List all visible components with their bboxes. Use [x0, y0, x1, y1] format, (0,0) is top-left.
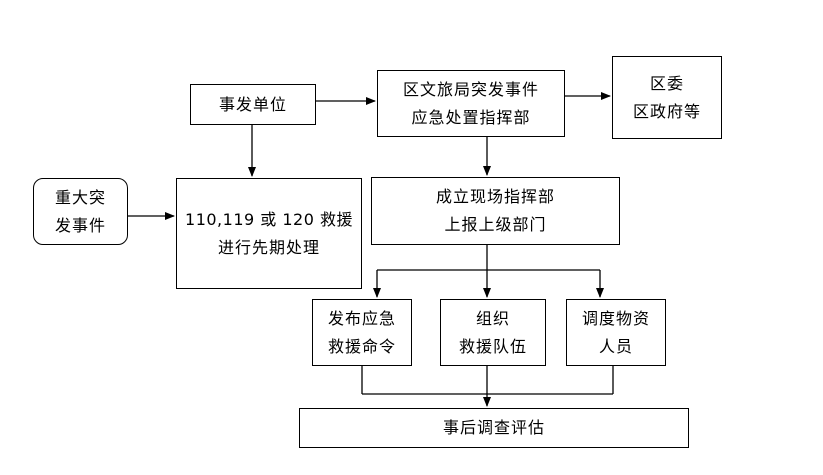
initial-rescue-box: 110,119 或 120 救援 进行先期处理: [176, 178, 362, 289]
post-evaluation-box: 事后调查评估: [299, 408, 689, 448]
command-center-label-2: 应急处置指挥部: [411, 107, 531, 127]
command-center-box: 区文旅局突发事件 应急处置指挥部: [377, 70, 565, 137]
onsite-command-label-1: 成立现场指挥部: [435, 187, 555, 206]
dispatch-resources-label-1: 调度物资: [581, 308, 650, 328]
initial-rescue-label-2: 进行先期处理: [217, 237, 320, 257]
issue-orders-label-1: 发布应急: [327, 308, 396, 328]
district-gov-label-2: 区政府等: [632, 101, 701, 121]
organize-teams-label-1: 组织: [475, 308, 510, 328]
incident-unit-label: 事发单位: [218, 94, 287, 114]
district-gov-box: 区委 区政府等: [612, 56, 722, 139]
onsite-command-label-2: 上报上级部门: [444, 215, 547, 234]
onsite-command-box: 成立现场指挥部 上报上级部门: [371, 177, 620, 245]
initial-rescue-label-1: 110,119 或 120 救援: [185, 209, 353, 229]
organize-teams-box: 组织 救援队伍: [440, 299, 546, 366]
dispatch-resources-label-2: 人员: [598, 336, 633, 356]
major-incident-label-2: 发事件: [54, 215, 106, 235]
incident-unit-box: 事发单位: [190, 84, 316, 125]
issue-orders-label-2: 救援命令: [327, 336, 396, 356]
organize-teams-label-2: 救援队伍: [458, 336, 527, 356]
dispatch-resources-box: 调度物资 人员: [566, 299, 666, 366]
district-gov-label-1: 区委: [649, 73, 684, 93]
major-incident-box: 重大突 发事件: [33, 178, 128, 245]
issue-orders-box: 发布应急 救援命令: [312, 299, 412, 366]
command-center-label-1: 区文旅局突发事件: [402, 79, 539, 99]
post-evaluation-label: 事后调查评估: [442, 418, 545, 437]
major-incident-label-1: 重大突: [54, 187, 106, 207]
